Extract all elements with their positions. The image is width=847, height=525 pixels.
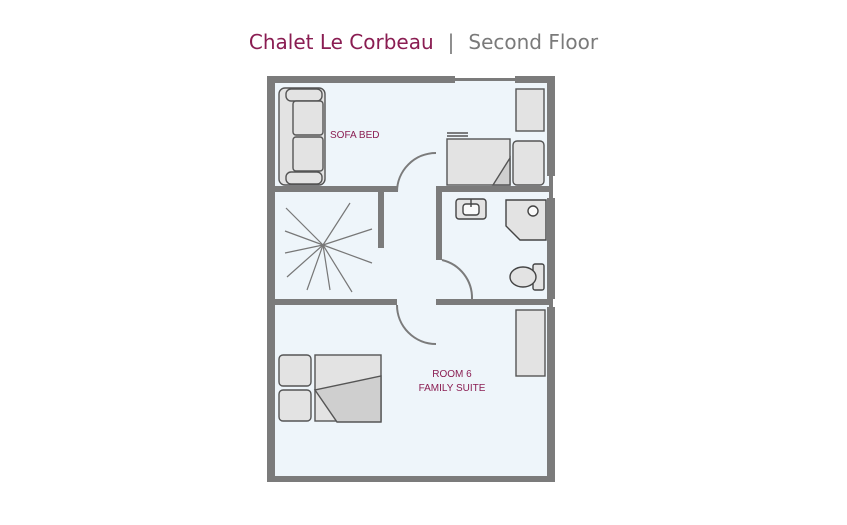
- sink-icon: [455, 198, 487, 220]
- staircase-icon: [284, 202, 373, 293]
- armchair-icon: [512, 140, 545, 186]
- door-swing-icon: [396, 152, 474, 345]
- chalet-name: Chalet Le Corbeau: [248, 30, 434, 54]
- wardrobe-icon: [515, 309, 546, 377]
- interior-walls: [273, 186, 549, 305]
- nightstand-icon: [278, 354, 312, 422]
- room-6-label: ROOM 6: [432, 369, 472, 380]
- toilet-icon: [509, 263, 545, 291]
- desk-icon: [446, 132, 511, 186]
- shower-icon: [505, 199, 547, 241]
- double-bed-icon: [313, 354, 382, 423]
- family-suite-label: FAMILY SUITE: [419, 383, 486, 394]
- sofa-bed-label: SOFA BED: [330, 130, 379, 141]
- cabinet-icon: [515, 88, 545, 132]
- plan-title: Chalet Le Corbeau | Second Floor: [0, 28, 847, 56]
- sofa-icon: [278, 87, 326, 186]
- outer-walls: [267, 76, 555, 482]
- floor-name: Second Floor: [468, 30, 599, 54]
- title-separator: |: [447, 30, 455, 54]
